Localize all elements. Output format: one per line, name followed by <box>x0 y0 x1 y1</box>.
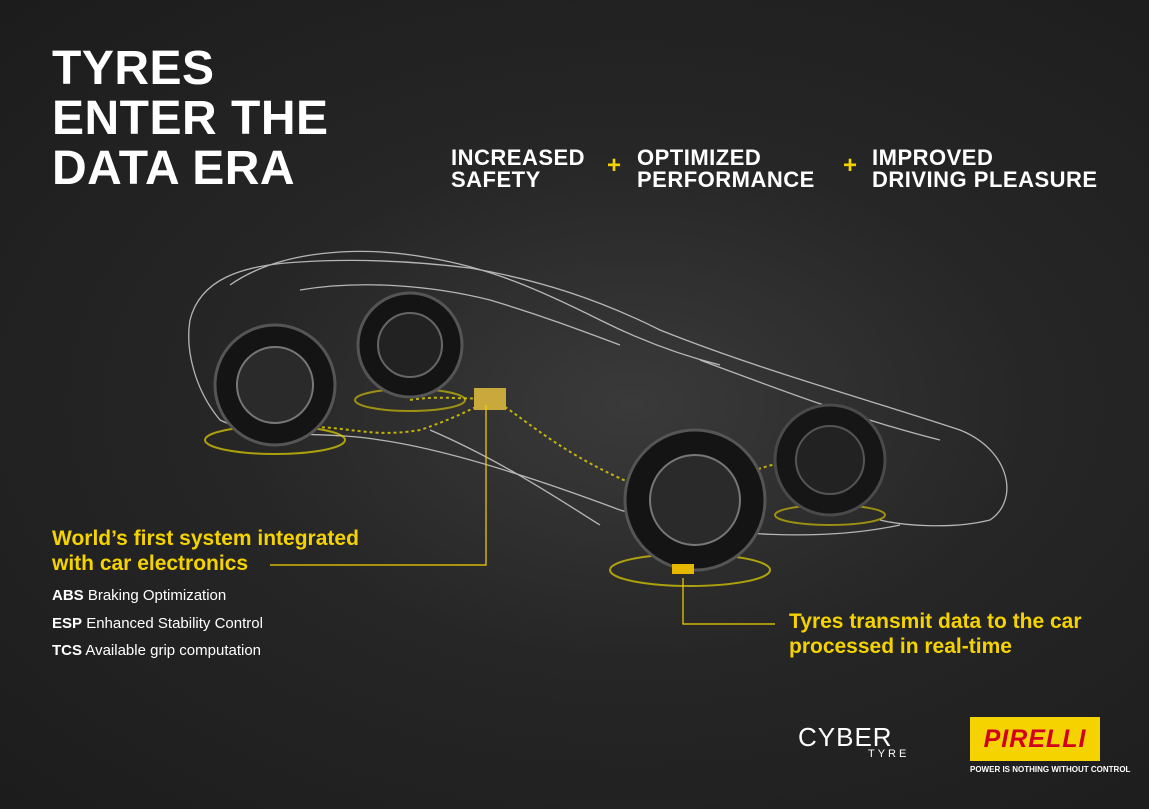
benefit-line: INCREASED <box>451 145 586 170</box>
leader-line-left <box>270 405 487 566</box>
pirelli-logo: PIRELLI <box>970 717 1100 761</box>
callout-left-heading: World’s first system integrated with car… <box>52 526 359 576</box>
feature-abbr: ABS <box>52 587 84 604</box>
benefit-line: IMPROVED <box>872 145 994 170</box>
feature-tcs: TCS Available grip computation <box>52 642 261 659</box>
cyber-tyre-logo: CYBER TYRE <box>798 722 906 760</box>
heading-line: World’s first system integrated <box>52 527 359 550</box>
feature-abbr: TCS <box>52 642 82 659</box>
feature-abs: ABS Braking Optimization <box>52 587 226 604</box>
plus-separator: + <box>607 152 622 179</box>
control-unit <box>474 388 506 410</box>
headline-line: ENTER THE <box>52 92 329 145</box>
benefit-line: SAFETY <box>451 167 541 192</box>
plus-separator: + <box>843 152 858 179</box>
cyber-logo-text: CYBER <box>798 722 893 752</box>
benefit-performance: OPTIMIZED PERFORMANCE <box>637 147 815 191</box>
feature-text: Braking Optimization <box>87 587 227 604</box>
benefit-line: DRIVING PLEASURE <box>872 167 1098 192</box>
pirelli-slogan: POWER IS NOTHING WITHOUT CONTROL <box>970 765 1131 774</box>
feature-text: Available grip computation <box>85 642 262 659</box>
headline-line: TYRES <box>52 42 215 95</box>
feature-text: Enhanced Stability Control <box>86 615 263 632</box>
heading-line: processed in real-time <box>789 635 1012 658</box>
callout-right-heading: Tyres transmit data to the car processed… <box>789 609 1082 659</box>
leader-line-right <box>682 578 775 625</box>
benefit-safety: INCREASED SAFETY <box>451 147 585 191</box>
feature-esp: ESP Enhanced Stability Control <box>52 615 263 632</box>
tyre-front-left <box>204 323 346 455</box>
tyre-rear-right <box>773 403 887 526</box>
benefit-line: PERFORMANCE <box>637 167 815 192</box>
tyre-rear-left <box>354 291 466 412</box>
tyre-front-right <box>609 428 771 587</box>
benefit-pleasure: IMPROVED DRIVING PLEASURE <box>872 147 1098 191</box>
headline-line: DATA ERA <box>52 142 296 195</box>
heading-line: with car electronics <box>52 552 249 575</box>
heading-line: Tyres transmit data to the car <box>789 610 1082 633</box>
headline: TYRES ENTER THE DATA ERA <box>52 44 329 194</box>
cyber-logo-sub: TYRE <box>868 748 910 760</box>
feature-abbr: ESP <box>52 615 83 632</box>
benefit-line: OPTIMIZED <box>637 145 762 170</box>
